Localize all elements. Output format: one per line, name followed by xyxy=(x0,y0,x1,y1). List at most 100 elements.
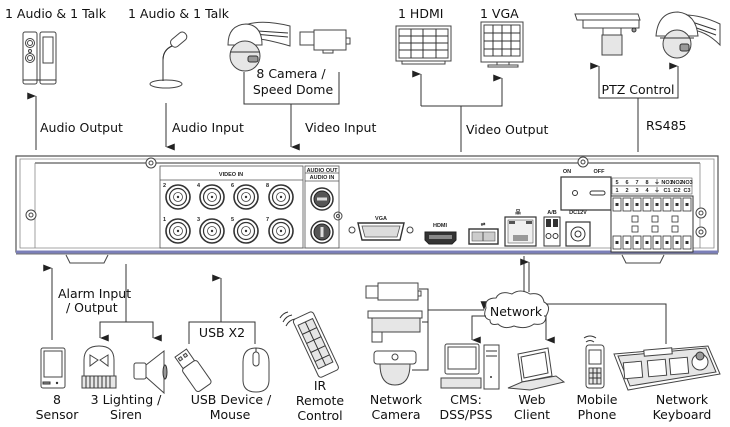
terminal-screw xyxy=(651,215,659,223)
camera-label-line2: Speed Dome xyxy=(253,82,334,97)
network-dome-camera-icon xyxy=(373,350,417,386)
bnc-video-input[interactable]: 2 xyxy=(163,183,191,210)
switch-off-label: OFF xyxy=(594,169,606,175)
bnc-video-input[interactable]: 3 xyxy=(197,217,225,244)
alarm-light-icon xyxy=(81,345,117,389)
bnc-video-input[interactable]: 1 xyxy=(163,217,191,244)
alarm-pin-bottom[interactable] xyxy=(622,235,632,250)
usb-port[interactable] xyxy=(468,228,499,245)
vga-monitor-label: 1 VGA xyxy=(480,6,519,21)
microphone-label: 1 Audio & 1 Talk xyxy=(128,6,230,21)
alarm-pin-top[interactable] xyxy=(612,197,622,212)
network-keyboard-icon xyxy=(613,345,721,391)
alarm-pin-label: 5 xyxy=(615,180,618,186)
network-keyboard-label-line1: Network xyxy=(656,392,709,407)
alarm-pin-label: 2 xyxy=(625,188,628,194)
bnc-video-input[interactable]: 5 xyxy=(231,217,259,244)
network-symbol-icon: 品 xyxy=(515,208,521,216)
alarm-pin-top[interactable] xyxy=(662,197,672,212)
audio-input-label: Audio Input xyxy=(172,120,244,135)
network-label: Network xyxy=(490,304,543,319)
alarm-pin-bottom[interactable] xyxy=(672,235,682,250)
alarm-pin-label: 6 xyxy=(625,180,628,186)
usb-device-label-line2: Mouse xyxy=(210,407,251,422)
ptz-speed-dome-icon xyxy=(655,11,721,59)
bnc-video-input[interactable]: 6 xyxy=(231,183,259,210)
ab-label: A/B xyxy=(547,210,557,216)
mobile-phone-label-line2: Phone xyxy=(578,407,617,422)
cms-label-line2: DSS/PSS xyxy=(439,407,492,422)
alarm-pin-top[interactable] xyxy=(652,197,662,212)
hdmi-port-label: HDMI xyxy=(433,223,448,229)
alarm-pin-label: ⏚ xyxy=(654,187,660,194)
alarm-pin-label: NO1 xyxy=(661,180,672,186)
alarm-pin-top[interactable] xyxy=(672,197,682,212)
alarm-pin-top[interactable] xyxy=(682,197,692,212)
video-in-block: VIDEO IN AUDIO OUT AUDIO IN xyxy=(159,165,340,249)
ptz-arrow-left xyxy=(590,62,640,99)
alarm-pin-bottom[interactable] xyxy=(642,235,652,250)
vga-port[interactable] xyxy=(357,222,405,241)
ir-remote-icon xyxy=(279,311,339,378)
usb-device-label-line1: USB Device / xyxy=(191,392,272,407)
hdmi-port[interactable] xyxy=(424,231,457,245)
ab-terminal[interactable] xyxy=(543,216,561,247)
ethernet-port[interactable] xyxy=(504,216,537,247)
network-to-keyboard-line xyxy=(546,303,667,344)
alarm-pin-label: 4 xyxy=(645,188,649,194)
alarm-pin-bottom[interactable] xyxy=(662,235,672,250)
network-camera-bracket xyxy=(412,288,429,371)
lighting-label-line2: Siren xyxy=(110,407,142,422)
alarm-pin-bottom[interactable] xyxy=(632,235,642,250)
alarm-label-line1: Alarm Input xyxy=(58,286,131,301)
mobile-phone-icon xyxy=(583,335,605,389)
audio-in-connector[interactable] xyxy=(310,220,334,244)
audio-output-label: Audio Output xyxy=(40,120,123,135)
bnc-video-input[interactable]: 7 xyxy=(266,217,294,244)
power-switch[interactable] xyxy=(560,176,612,211)
screw-icon xyxy=(25,156,707,238)
bnc-video-input[interactable]: 8 xyxy=(266,183,294,210)
alarm-output-bracket xyxy=(99,321,154,337)
alarm-pin-top[interactable] xyxy=(622,197,632,212)
usb-symbol-icon: ⇌ xyxy=(481,220,486,228)
hdmi-monitor-label: 1 HDMI xyxy=(398,6,443,21)
alarm-pin-top[interactable] xyxy=(642,197,652,212)
usb-connection-label: USB X2 xyxy=(199,325,245,340)
vga-monitor-icon xyxy=(480,21,524,68)
alarm-pin-label: ⏚ xyxy=(654,179,660,186)
audio-out-label: AUDIO OUT xyxy=(307,168,339,174)
alarm-pin-label: 7 xyxy=(635,180,638,186)
sensor-label-line1: 8 xyxy=(53,392,61,407)
alarm-pin-bottom[interactable] xyxy=(612,235,622,250)
alarm-label-line2: / Output xyxy=(66,300,118,315)
usb-bracket xyxy=(188,321,256,344)
vga-port-label: VGA xyxy=(375,216,387,222)
speed-dome-camera-icon xyxy=(227,21,291,72)
terminal-screw xyxy=(651,225,659,233)
bnc-video-input[interactable]: 4 xyxy=(197,183,225,210)
box-camera-icon xyxy=(299,29,351,54)
bnc-channel-number: 7 xyxy=(266,217,269,223)
power-jack[interactable] xyxy=(565,221,591,247)
audio-out-connector[interactable] xyxy=(310,187,334,211)
network-camera-label-line2: Camera xyxy=(371,407,420,422)
alarm-pin-label: 8 xyxy=(645,180,648,186)
alarm-pin-label: 1 xyxy=(615,188,618,194)
usb-stick-icon xyxy=(174,348,212,393)
network-to-web-arrow xyxy=(544,315,555,344)
alarm-pin-bottom[interactable] xyxy=(682,235,692,250)
alarm-pin-top[interactable] xyxy=(632,197,642,212)
camera-label-line1: 8 Camera / xyxy=(256,66,326,81)
bnc-channel-number: 4 xyxy=(197,183,201,189)
ptz-housing-camera-icon xyxy=(574,13,641,56)
sensor-label-line2: Sensor xyxy=(36,407,80,422)
video-in-label: VIDEO IN xyxy=(219,172,243,178)
alarm-pin-bottom[interactable] xyxy=(652,235,662,250)
bnc-channel-number: 1 xyxy=(163,217,166,223)
laptop-icon xyxy=(507,347,566,391)
cms-pc-icon xyxy=(440,343,500,390)
